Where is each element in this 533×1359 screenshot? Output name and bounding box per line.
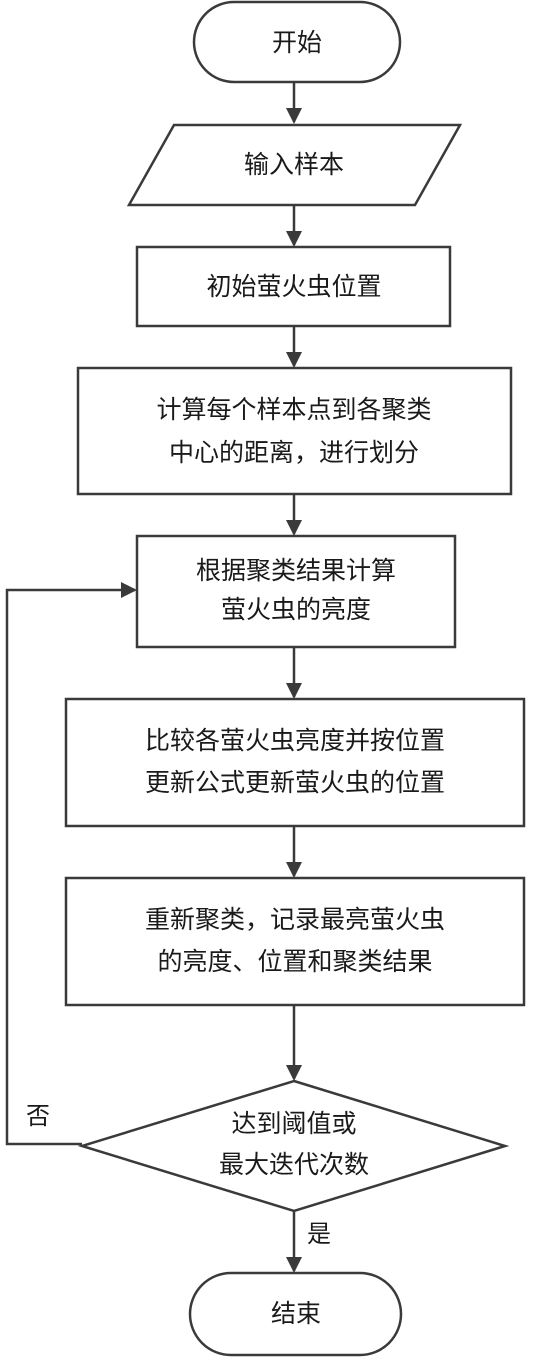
- input-label: 输入样本: [244, 150, 344, 179]
- compute-brightness-line-2: 萤火虫的亮度: [221, 595, 371, 624]
- decision-node: 达到阈值或 最大迭代次数: [77, 1079, 510, 1213]
- start-label: 开始: [272, 28, 322, 57]
- yes-branch-label: 是: [307, 1220, 331, 1248]
- arrow-loop-back-no: [5, 582, 137, 1146]
- update-position-node: 比较各萤火虫亮度并按位置 更新公式更新萤火虫的位置: [64, 697, 526, 828]
- recluster-line-2: 的亮度、位置和聚类结果: [157, 947, 432, 976]
- no-branch-label: 否: [26, 1102, 50, 1130]
- decision-line-1: 达到阈值或: [231, 1109, 356, 1138]
- recluster-node: 重新聚类，记录最亮萤火虫 的亮度、位置和聚类结果: [64, 876, 526, 1007]
- compute-brightness-line-1: 根据聚类结果计算: [196, 556, 396, 585]
- update-position-line-1: 比较各萤火虫亮度并按位置: [145, 726, 445, 755]
- compute-distance-line-1: 计算每个样本点到各聚类: [156, 395, 431, 424]
- decision-line-2: 最大迭代次数: [219, 1150, 369, 1179]
- compute-distance-line-2: 中心的距离，进行划分: [169, 438, 419, 467]
- end-label: 结束: [271, 1299, 321, 1328]
- init-node: 初始萤火虫位置: [135, 245, 452, 328]
- compute-brightness-node: 根据聚类结果计算 萤火虫的亮度: [135, 534, 457, 649]
- init-label: 初始萤火虫位置: [206, 272, 381, 301]
- recluster-line-1: 重新聚类，记录最亮萤火虫: [145, 905, 445, 934]
- update-position-line-2: 更新公式更新萤火虫的位置: [145, 768, 445, 797]
- start-node: 开始: [192, 0, 402, 84]
- end-node: 结束: [188, 1271, 403, 1357]
- compute-distance-node: 计算每个样本点到各聚类 中心的距离，进行划分: [76, 366, 513, 496]
- input-node: 输入样本: [126, 123, 463, 207]
